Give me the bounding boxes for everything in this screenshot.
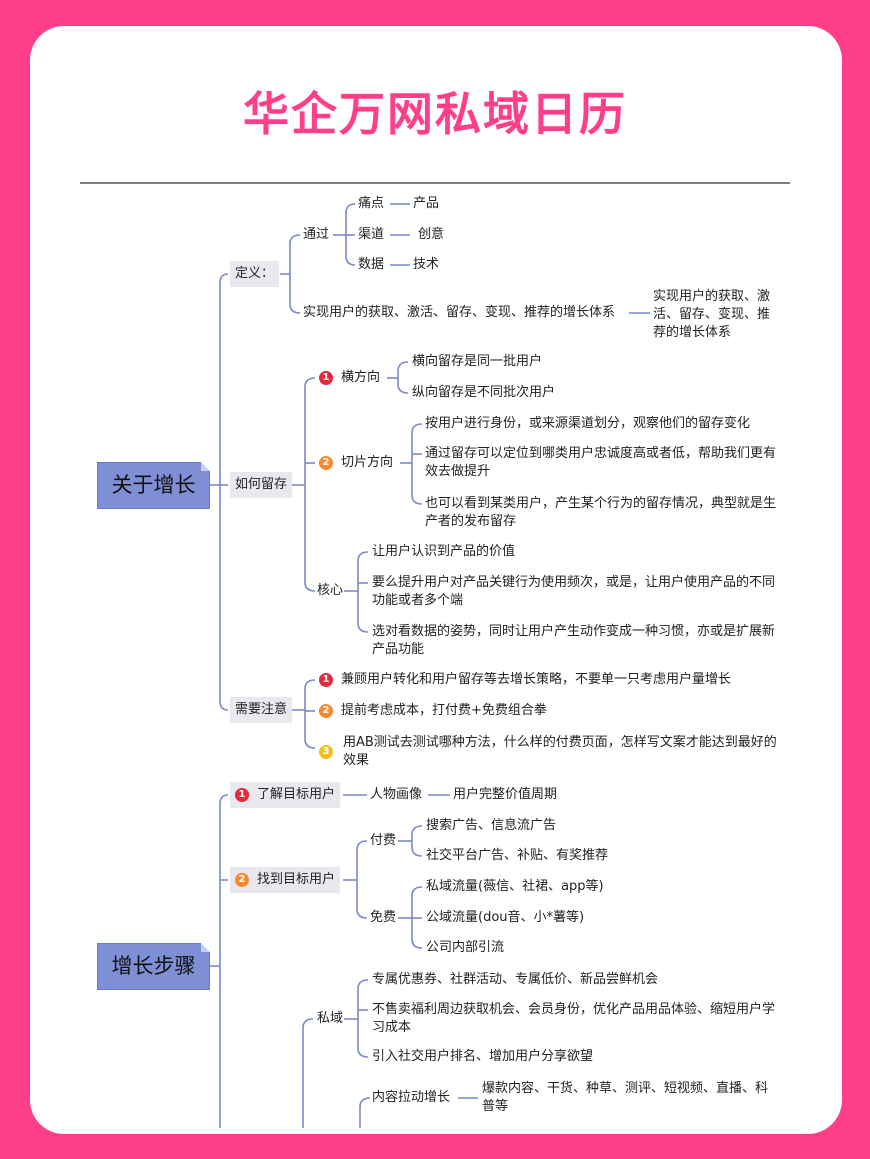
- node-channel[interactable]: 渠道: [358, 227, 385, 242]
- list-item[interactable]: 1 兼顾用户转化和用户留存等去增长策略，不要单一只考虑用户量增长: [319, 671, 731, 689]
- list-item[interactable]: 选对看数据的姿势，同时让用户产生动作变成一种习惯，亦或是扩展新产品功能: [372, 624, 776, 657]
- list-item[interactable]: 专属优惠券、社群活动、专属低价、新品尝鲜机会: [372, 972, 659, 987]
- node-content-growth[interactable]: 内容拉动增长: [372, 1090, 451, 1105]
- priority-2-icon: 2: [319, 703, 333, 718]
- list-item[interactable]: 也可以看到某类用户，产生某个行为的留存情况，典型就是生产者的发布留存: [425, 496, 777, 529]
- node-free[interactable]: 免费: [370, 910, 397, 925]
- node-definition[interactable]: 定义：: [230, 261, 280, 287]
- connector-line: [411, 423, 423, 505]
- root-node-growth-steps[interactable]: 增长步骤: [97, 943, 210, 990]
- node-growth-system-note[interactable]: 实现用户的获取、激活、留存、变现、推荐的增长体系: [653, 289, 771, 340]
- list-item[interactable]: 纵向留存是不同批次用户: [412, 385, 556, 400]
- priority-2-icon: 2: [235, 872, 249, 887]
- node-lifecycle[interactable]: 用户完整价值周期: [453, 787, 558, 802]
- list-item[interactable]: 私域流量(薇信、社裙、app等): [426, 879, 604, 894]
- root-node-about-growth[interactable]: 关于增长: [97, 462, 210, 509]
- list-item[interactable]: 不售卖福利周边获取机会、会员身份，优化产品用品体验、缩短用户学习成本: [372, 1002, 776, 1035]
- node-pain-point[interactable]: 痛点: [358, 196, 385, 211]
- connector-line: [356, 840, 368, 919]
- node-label: 横方向: [341, 370, 381, 385]
- mind-map: 关于增长 定义： 通过 痛点 产品 渠道 创意 数据 技术 实现用户的获取、激活…: [97, 196, 777, 1128]
- list-item[interactable]: 公域流量(dou音、小*薯等): [426, 910, 585, 925]
- connector-line: [357, 551, 369, 633]
- node-label: 提前考虑成本，打付费+免费组合拳: [341, 703, 547, 718]
- node-label: 了解目标用户: [257, 787, 336, 802]
- node-label: 兼顾用户转化和用户留存等去增长策略，不要单一只考虑用户量增长: [341, 672, 732, 687]
- list-item-text[interactable]: 用AB测试去测试哪种方法，什么样的付费页面，怎样写文案才能达到最好的效果: [343, 735, 777, 768]
- connector-line: [219, 794, 229, 1128]
- node-label: 切片方向: [341, 455, 394, 470]
- node-tech[interactable]: 技术: [413, 257, 440, 272]
- priority-2-icon: 2: [319, 455, 333, 470]
- list-item[interactable]: 横向留存是同一批用户: [412, 354, 543, 369]
- list-item[interactable]: 爆款内容、干货、种草、测评、短视频、直播、科普等: [482, 1081, 769, 1114]
- connector-line: [289, 234, 301, 314]
- node-paid[interactable]: 付费: [370, 833, 397, 848]
- connector-line: [357, 979, 369, 1058]
- node-know-target-users[interactable]: 1 了解目标用户: [230, 782, 341, 808]
- page-title: 华企万网私域日历: [243, 87, 627, 141]
- priority-1-icon: 1: [319, 672, 333, 687]
- node-notes[interactable]: 需要注意: [230, 697, 293, 723]
- divider: [80, 182, 790, 184]
- priority-1-icon: 1: [235, 787, 249, 802]
- list-item[interactable]: 让用户认识到产品的价值: [372, 544, 516, 559]
- node-via[interactable]: 通过: [303, 227, 330, 242]
- node-horizontal[interactable]: 1 横方向: [319, 369, 380, 387]
- node-data[interactable]: 数据: [358, 257, 385, 272]
- node-growth-system[interactable]: 实现用户的获取、激活、留存、变现、推荐的增长体系: [303, 305, 616, 320]
- list-item[interactable]: 通过留存可以定位到哪类用户忠诚度高或者低，帮助我们更有效去做提升: [425, 446, 777, 479]
- list-item[interactable]: 2 提前考虑成本，打付费+免费组合拳: [319, 702, 547, 720]
- node-private[interactable]: 私域: [317, 1011, 344, 1026]
- node-find-target-users[interactable]: 2 找到目标用户: [230, 867, 341, 893]
- connector-line: [304, 377, 316, 592]
- list-item[interactable]: 公司内部引流: [426, 940, 505, 955]
- node-label: 找到目标用户: [257, 872, 336, 887]
- list-item[interactable]: 3: [319, 743, 341, 761]
- connector-line: [411, 825, 423, 857]
- connector-line: [304, 679, 316, 749]
- priority-1-icon: 1: [319, 370, 333, 385]
- node-core[interactable]: 核心: [317, 583, 344, 598]
- connector-line: [397, 361, 409, 394]
- list-item[interactable]: 按用户进行身份，或来源渠道划分，观察他们的留存变化: [425, 416, 751, 431]
- connector-line: [359, 1097, 371, 1128]
- node-product[interactable]: 产品: [413, 196, 440, 211]
- list-item[interactable]: 要么提升用户对产品关键行为使用频次，或是，让用户使用产品的不同功能或者多个端: [372, 575, 776, 608]
- connector-lines: [208, 203, 650, 1128]
- node-creative[interactable]: 创意: [418, 227, 445, 242]
- list-item[interactable]: 引入社交用户排名、增加用户分享欲望: [372, 1049, 594, 1064]
- node-how-to-retain[interactable]: 如何留存: [230, 472, 293, 498]
- connector-line: [219, 273, 229, 711]
- list-item[interactable]: 社交平台广告、补贴、有奖推荐: [426, 848, 609, 863]
- node-slice[interactable]: 2 切片方向: [319, 454, 393, 472]
- priority-3-icon: 3: [319, 744, 333, 759]
- list-item[interactable]: 搜索广告、信息流广告: [426, 818, 557, 833]
- node-persona[interactable]: 人物画像: [370, 787, 423, 802]
- connector-line: [302, 1018, 314, 1128]
